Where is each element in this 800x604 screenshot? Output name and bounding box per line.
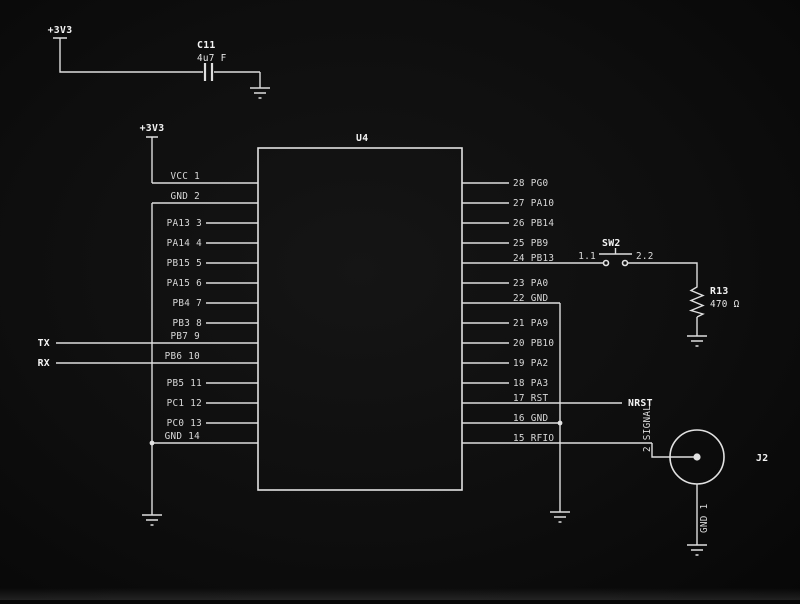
pin-label: 21 PA9	[513, 318, 548, 329]
pin-label: VCC 1	[171, 171, 201, 182]
capacitor-ref: C11	[197, 40, 216, 51]
pin-label: 20 PB10	[513, 338, 554, 349]
switch-ref: SW2	[602, 238, 621, 249]
pin-label: 19 PA2	[513, 358, 548, 369]
net-label-nrst: NRST	[628, 398, 653, 409]
pin-label: GND 2	[171, 191, 201, 202]
power-flag-label: +3V3	[48, 25, 73, 36]
connector-ref: J2	[756, 453, 768, 464]
capacitor-icon	[203, 63, 214, 81]
pin-label: 18 PA3	[513, 378, 548, 389]
coax-connector-circuit: 2 SIGNAL J2 GND 1	[642, 405, 768, 556]
ic-ref: U4	[356, 133, 368, 144]
junction-dot	[557, 420, 563, 426]
switch-contact	[621, 259, 629, 267]
switch-pin-right-label: 2.2	[636, 251, 654, 262]
ground-icon	[687, 317, 707, 347]
power-flag-label: +3V3	[140, 123, 165, 134]
pin-label: 23 PA0	[513, 278, 548, 289]
pin-label: PA13 3	[167, 218, 202, 229]
pin-label: 16 GND	[513, 413, 548, 424]
pin-label: PB4 7	[173, 298, 203, 309]
power-flag-icon	[146, 136, 158, 183]
net-label-tx: TX	[38, 338, 50, 349]
switch-resistor-circuit: SW2 1.1 2.2 R13 470 Ω	[578, 238, 740, 347]
pin-label: GND 14	[165, 431, 200, 442]
pin-label: 15 RFIO	[513, 433, 554, 444]
pin-label: PB15 5	[167, 258, 202, 269]
pin-label: 24 PB13	[513, 253, 554, 264]
switch-output-wire	[628, 262, 698, 283]
ground-icon	[550, 511, 570, 523]
pin-label: 17 RST	[513, 393, 548, 404]
ic-body	[257, 147, 463, 491]
resistor-value: 470 Ω	[710, 299, 740, 310]
decoupling-circuit: +3V3 C11 4u7 F	[48, 25, 270, 99]
ground-icon	[687, 544, 707, 556]
capacitor-value: 4u7 F	[197, 53, 227, 64]
pin-label: PB6 10	[165, 351, 200, 362]
connector-gnd-pin-label: GND 1	[699, 504, 710, 534]
switch-icon	[599, 248, 632, 255]
right-pin-wires	[462, 182, 697, 512]
resistor-ref: R13	[710, 286, 729, 297]
connector-signal-pin-label: 2 SIGNAL	[642, 405, 653, 452]
pin-label: 25 PB9	[513, 238, 548, 249]
ground-icon	[250, 72, 270, 99]
pin-label: PA15 6	[167, 278, 202, 289]
junction-dot	[149, 440, 155, 446]
mcu-circuit: +3V3 U4 VCC 1 GND 2 PA13 3 PA14 4 PB15 5…	[38, 123, 697, 526]
pin-label: PB7 9	[171, 331, 201, 342]
pin-label: 28 PG0	[513, 178, 548, 189]
resistor-icon	[688, 283, 705, 318]
pin-label: PB5 11	[167, 378, 202, 389]
pin-label: PC1 12	[167, 398, 202, 409]
pin-label: 27 PA10	[513, 198, 554, 209]
net-label-rx: RX	[38, 358, 50, 369]
ground-icon	[142, 514, 162, 526]
pin-label: PB3 8	[173, 318, 203, 329]
left-pin-wires	[56, 182, 258, 515]
switch-pin-left-label: 1.1	[578, 251, 596, 262]
coax-center-pin	[693, 453, 701, 461]
power-flag-icon	[53, 37, 260, 73]
pin-label: 26 PB14	[513, 218, 554, 229]
pin-label: PC0 13	[167, 418, 202, 429]
switch-contact	[602, 259, 610, 267]
pin-label: PA14 4	[167, 238, 202, 249]
pin-label: 22 GND	[513, 293, 548, 304]
